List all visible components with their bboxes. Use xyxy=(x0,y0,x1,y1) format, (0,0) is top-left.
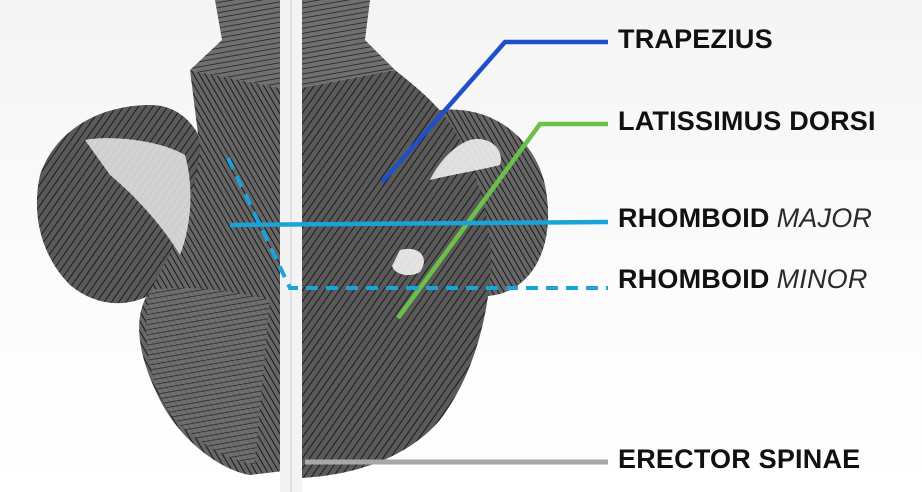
right-rhomboid-highlight xyxy=(392,248,424,276)
left-lat xyxy=(146,288,270,465)
trapezius-leader xyxy=(380,39,608,184)
left-scapula xyxy=(85,138,191,255)
rhomboid-major-leader xyxy=(229,219,609,228)
trapezius-label: TRAPEZIUS xyxy=(618,26,773,53)
rhomboid-major-main: RHOMBOID xyxy=(618,203,770,233)
latissimus-label: LATISSIMUS DORSI xyxy=(618,108,876,135)
erector-spinae-text: ERECTOR SPINAE xyxy=(618,444,861,474)
erector-spinae-label: ERECTOR SPINAE xyxy=(618,446,860,473)
rhomboid-minor-leader xyxy=(226,157,608,290)
rhomboid-minor-main: RHOMBOID xyxy=(618,264,770,294)
trapezius-text: TRAPEZIUS xyxy=(618,24,773,54)
right-scapula xyxy=(430,139,501,180)
rhomboid-minor-sub: MINOR xyxy=(776,264,868,294)
rhomboid-major-sub: MAJOR xyxy=(776,203,873,233)
latissimus-leader xyxy=(396,121,608,320)
latissimus-text: LATISSIMUS DORSI xyxy=(618,106,876,136)
